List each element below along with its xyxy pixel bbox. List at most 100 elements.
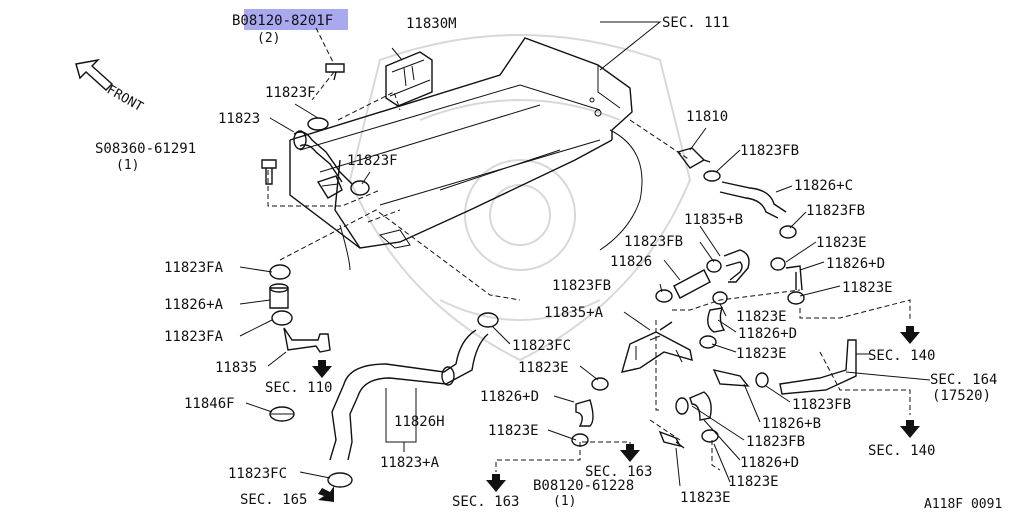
hose-11826d-4 [575, 399, 594, 427]
label-11823fb-c: 11823FB [624, 234, 683, 250]
label-bolt-top: B08120-8201F [232, 13, 333, 29]
label-11823e-f: 11823E [488, 423, 539, 439]
clamp-11823fc-2 [327, 472, 353, 488]
label-sec111: SEC. 111 [662, 15, 729, 31]
label-ref-code: A118F 0091 [924, 497, 1002, 511]
label-11823fc-a: 11823FC [512, 338, 571, 354]
screw-part [261, 159, 277, 185]
label-bolt-top-qty: (2) [257, 31, 280, 46]
bolt-bottom [658, 430, 685, 449]
leader-lines [239, 21, 931, 487]
label-11835a: 11835+A [544, 305, 604, 321]
label-11823: 11823 [218, 111, 260, 127]
clamp-11823e-1 [770, 257, 786, 271]
clamp-11823fb-2 [779, 225, 797, 239]
label-11823f-b: 11823F [347, 153, 398, 169]
hose-11826d-3 [689, 391, 712, 421]
label-11823f-a: 11823F [265, 85, 316, 101]
label-sec140-b: SEC. 140 [868, 443, 935, 459]
label-11823e-d: 11823E [736, 346, 787, 362]
clamp-11823fc-1 [477, 312, 499, 328]
dashed-leaders [267, 27, 911, 472]
label-11826h: 11826H [394, 414, 445, 430]
label-sec163-a: SEC. 163 [585, 464, 652, 480]
bolt-top [325, 63, 345, 81]
bracket-11830m [385, 51, 433, 107]
label-11826d-a: 11826+D [826, 256, 885, 272]
clamp-11823e-4 [699, 335, 717, 349]
label-11823fc-b: 11823FC [228, 466, 287, 482]
engine-block-outline [289, 37, 643, 271]
pipe-11835 [283, 327, 331, 353]
label-11830m: 11830M [406, 16, 457, 32]
label-11835b: 11835+B [684, 212, 743, 228]
pipe-11835b [723, 249, 750, 283]
watermark-emblem [348, 34, 692, 362]
label-11826d-d: 11826+D [740, 455, 799, 471]
label-11835: 11835 [215, 360, 257, 376]
hose-11826c [719, 181, 787, 219]
clamp-11823e-3 [712, 291, 728, 305]
hose-11823 [293, 130, 353, 185]
clamp-11823fb-5 [755, 372, 769, 388]
clamp-11846f [269, 406, 295, 422]
part-labels: B08120-8201F (2) 11830M SEC. 111 FRONT 1… [95, 13, 1002, 512]
label-screw-qty: (1) [116, 158, 139, 173]
clamp-11823fb-3 [706, 259, 722, 273]
hose-11826d-2 [707, 307, 726, 333]
label-11846f: 11846F [184, 396, 235, 412]
clamp-11823e-2 [787, 291, 805, 305]
fitting-center [316, 175, 343, 199]
label-11823e-c: 11823E [736, 309, 787, 325]
label-sec163-b: SEC. 163 [452, 494, 519, 510]
fitting-11810 [676, 147, 711, 169]
clamp-11823e-5 [701, 429, 719, 443]
label-screw: S08360-61291 [95, 141, 196, 157]
label-sec110: SEC. 110 [265, 380, 332, 396]
label-front: FRONT [104, 82, 146, 115]
label-11823fa-a: 11823FA [164, 260, 224, 276]
hose-11826 [673, 269, 711, 299]
clamp-11823f-lower [350, 180, 370, 196]
label-11823fb-d: 11823FB [552, 278, 611, 294]
label-11823fb-f: 11823FB [746, 434, 805, 450]
label-11823fb-e: 11823FB [792, 397, 851, 413]
label-11826d-c: 11826+D [480, 389, 539, 405]
label-11823a: 11823+A [380, 455, 440, 471]
label-11826b: 11826+B [762, 416, 821, 432]
front-direction-arrow [75, 58, 114, 91]
label-11823e-e: 11823E [518, 360, 569, 376]
clamp-11823fb-4 [655, 289, 673, 303]
section-arrows [312, 326, 920, 502]
valve-11835a [621, 321, 693, 373]
label-sec165: SEC. 165 [240, 492, 307, 508]
label-11823e-h: 11823E [680, 490, 731, 506]
label-11826c: 11826+C [794, 178, 853, 194]
clamp-11823e-7 [571, 433, 589, 447]
label-sec164-sub: (17520) [932, 388, 991, 404]
hose-11826d-1 [785, 265, 803, 291]
label-11823e-b: 11823E [842, 280, 893, 296]
hose-11826h [329, 329, 489, 461]
part-number-highlight [244, 9, 348, 30]
label-bolt-bottom-qty: (1) [553, 494, 576, 509]
label-11826a: 11826+A [164, 297, 224, 313]
label-11810: 11810 [686, 109, 728, 125]
clamp-11823fb-6 [675, 397, 689, 415]
label-bolt-bottom: B08120-61228 [533, 478, 634, 494]
label-11823fa-b: 11823FA [164, 329, 224, 345]
label-sec164: SEC. 164 [930, 372, 997, 388]
pipe-sec164 [779, 339, 857, 395]
label-11823fb-b: 11823FB [806, 203, 865, 219]
label-11823e-g: 11823E [728, 474, 779, 490]
hose-11826b [712, 369, 750, 387]
label-sec140-a: SEC. 140 [868, 348, 935, 364]
hose-11826a [269, 283, 289, 309]
label-11826d-b: 11826+D [738, 326, 797, 342]
clamp-11823f-top [307, 117, 329, 131]
clamp-11823e-6 [591, 377, 609, 391]
label-11823fb-a: 11823FB [740, 143, 799, 159]
clamp-11823fa-2 [271, 310, 293, 326]
